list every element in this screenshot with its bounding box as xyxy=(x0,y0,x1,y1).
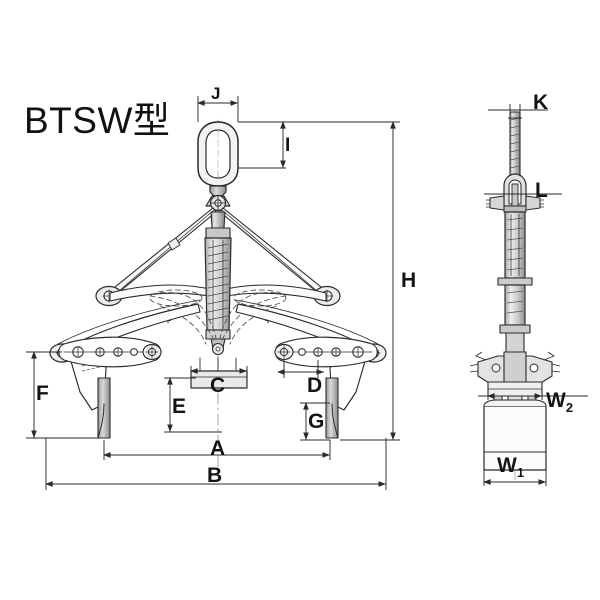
figure-title: BTSW型 xyxy=(24,100,171,141)
dim-label-H: H xyxy=(401,269,417,292)
dim-H xyxy=(330,121,400,441)
side-dimension-lines xyxy=(478,104,588,486)
dim-label-J: J xyxy=(211,84,221,103)
dim-W2 xyxy=(478,382,588,400)
side-elevation-view xyxy=(469,110,561,480)
dim-G xyxy=(300,402,330,441)
side-yoke xyxy=(486,173,544,213)
dim-label-W1: W1 xyxy=(497,455,524,479)
dim-label-W1-sub: 1 xyxy=(516,465,525,481)
dim-F xyxy=(26,351,98,439)
dim-label-B: B xyxy=(207,464,223,487)
side-shaft xyxy=(509,111,521,185)
link-bar-right xyxy=(274,336,378,368)
dim-K xyxy=(488,104,548,120)
dim-W1 xyxy=(483,470,547,486)
dim-A xyxy=(103,440,331,460)
dim-label-G: G xyxy=(308,410,325,433)
center-spindle xyxy=(204,211,232,356)
dim-label-F: F xyxy=(36,382,49,405)
link-bar-left xyxy=(58,336,162,368)
dim-label-W2-sub: 2 xyxy=(565,400,574,416)
dim-label-I: I xyxy=(285,135,291,156)
front-dimension-lines xyxy=(26,96,400,490)
dim-label-K: K xyxy=(533,91,549,114)
side-hinge-cluster xyxy=(469,351,561,387)
dim-label-E: E xyxy=(172,395,187,418)
dim-C xyxy=(190,366,248,388)
dim-B xyxy=(45,438,387,490)
dim-label-D: D xyxy=(307,374,323,397)
dim-I xyxy=(238,121,330,169)
dim-label-C: C xyxy=(210,374,226,397)
dim-label-W2-text: W xyxy=(546,389,566,412)
dim-label-L: L xyxy=(535,179,548,202)
dim-L xyxy=(484,188,562,202)
dim-J xyxy=(197,96,239,122)
dim-label-A: A xyxy=(210,437,226,460)
dim-label-W1-text: W xyxy=(497,454,517,477)
top-swivel xyxy=(205,185,231,212)
side-upper-flange xyxy=(487,381,543,397)
front-elevation-view xyxy=(49,119,387,471)
lifting-ring xyxy=(197,121,239,187)
dim-D xyxy=(277,360,324,378)
dim-label-W2: W2 xyxy=(546,390,573,414)
hidden-linkage xyxy=(149,289,287,345)
